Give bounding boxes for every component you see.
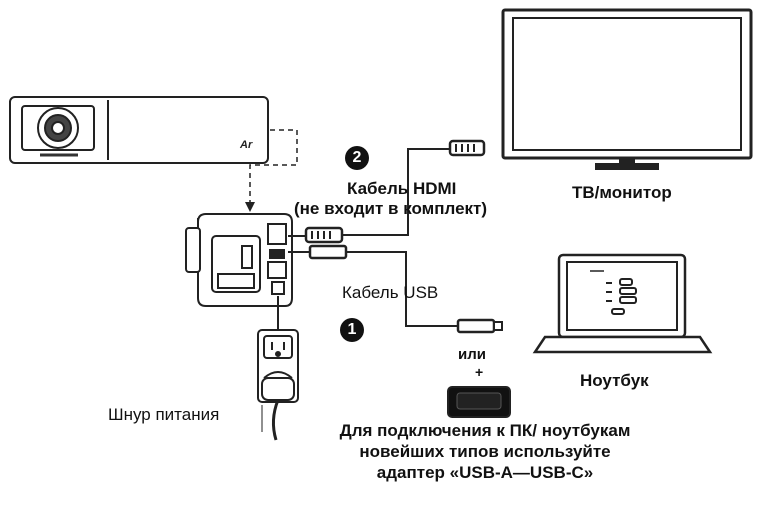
adapter-note: Для подключения к ПК/ ноутбукам новейших… bbox=[339, 421, 631, 482]
projector-icon: Ar bbox=[9, 96, 269, 164]
power-cord-label: Шнур питания bbox=[108, 405, 220, 424]
hdmi-cable-label: Кабель HDMI bbox=[347, 179, 457, 198]
laptop-icon bbox=[532, 253, 713, 354]
usb-cable bbox=[288, 244, 503, 334]
hdmi-cable bbox=[288, 139, 486, 244]
hdmi-not-included-label: (не входит в комплект) bbox=[294, 199, 488, 218]
usb-cable-label: Кабель USB bbox=[342, 283, 439, 302]
laptop-label: Ноутбук bbox=[580, 371, 649, 390]
step-badge-hdmi: 2 bbox=[345, 146, 369, 170]
tv-monitor-label: ТВ/монитор bbox=[572, 183, 672, 202]
step-badge-usb: 1 bbox=[340, 318, 364, 342]
tv-monitor-icon bbox=[501, 8, 753, 170]
projector-logo: Ar bbox=[239, 139, 253, 151]
usb-c-adapter-icon bbox=[447, 386, 511, 418]
plus-label: + bbox=[475, 364, 484, 380]
dashed-link bbox=[249, 129, 298, 205]
power-cord bbox=[257, 296, 299, 441]
projector-dock-icon bbox=[185, 213, 293, 307]
or-label: или bbox=[458, 346, 486, 363]
